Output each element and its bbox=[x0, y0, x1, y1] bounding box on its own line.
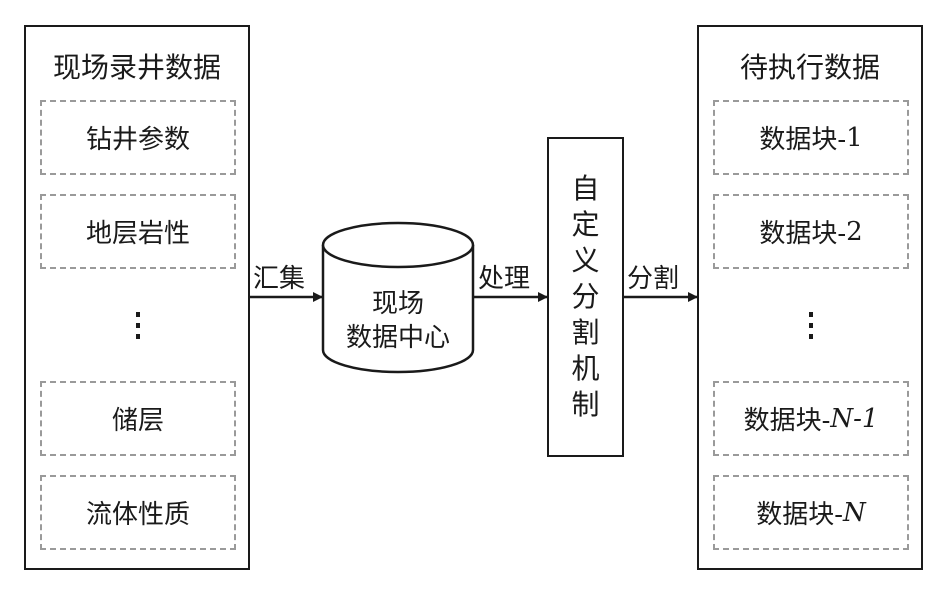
fluid-property-box: 流体性质 bbox=[40, 475, 236, 550]
data-block-prefix: 数据块- bbox=[743, 406, 831, 436]
mechanism-char: 机 bbox=[571, 352, 600, 385]
data-block-index: N bbox=[843, 497, 866, 528]
data-block-2: 数据块-2 bbox=[713, 194, 909, 269]
mechanism-char: 定 bbox=[571, 208, 600, 241]
process-label: 处理 bbox=[478, 264, 531, 294]
database-cylinder-icon bbox=[321, 221, 475, 374]
right-ellipsis bbox=[801, 305, 821, 345]
left-ellipsis bbox=[128, 305, 148, 345]
custom-split-mechanism-box: 自 定 义 分 割 机 制 bbox=[547, 137, 624, 457]
mechanism-char: 制 bbox=[571, 388, 600, 421]
mechanism-char: 割 bbox=[571, 316, 600, 349]
mechanism-char: 分 bbox=[571, 280, 600, 313]
collect-label: 汇集 bbox=[253, 264, 306, 294]
pending-data-title: 待执行数据 bbox=[739, 51, 880, 84]
data-block-index: N-1 bbox=[830, 403, 879, 434]
split-label: 分割 bbox=[627, 264, 680, 294]
data-block-prefix: 数据块- bbox=[759, 219, 847, 249]
pending-data-panel bbox=[697, 25, 923, 570]
data-block-1: 数据块-1 bbox=[713, 100, 909, 175]
data-block-n: 数据块-N bbox=[713, 475, 909, 550]
mechanism-char: 义 bbox=[571, 244, 600, 277]
drilling-params-box: 钻井参数 bbox=[40, 100, 236, 175]
formation-lithology-box: 地层岩性 bbox=[40, 194, 236, 269]
reservoir-box: 储层 bbox=[40, 381, 236, 456]
data-block-index: 2 bbox=[846, 216, 863, 247]
field-logging-data-title: 现场录井数据 bbox=[52, 51, 221, 84]
field-logging-data-panel bbox=[24, 25, 250, 570]
data-center-line2: 数据中心 bbox=[345, 323, 450, 353]
data-block-index: 1 bbox=[846, 122, 863, 153]
data-block-prefix: 数据块- bbox=[756, 500, 844, 530]
mechanism-char: 自 bbox=[571, 172, 600, 205]
data-center-label: 现场 数据中心 bbox=[323, 287, 473, 355]
data-center-line1: 现场 bbox=[371, 289, 424, 319]
data-block-prefix: 数据块- bbox=[759, 125, 847, 155]
data-block-n-minus-1: 数据块-N-1 bbox=[713, 381, 909, 456]
